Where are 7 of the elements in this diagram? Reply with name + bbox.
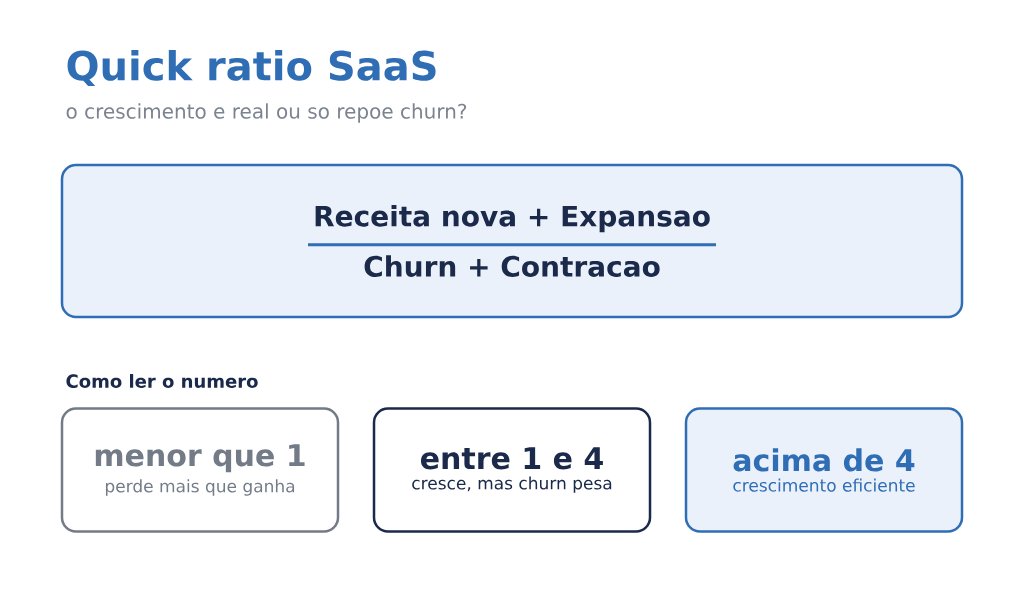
range-card: acima de 4 crescimento eficiente [684,407,964,533]
title: Quick ratio SaaS [67,49,436,87]
formula-box: Receita nova + Expansao Churn + Contracao [60,163,964,319]
section-heading: Como ler o numero [66,374,258,388]
subtitle: o crescimento e real ou so repoe churn? [66,103,467,123]
range-card: menor que 1 perde mais que ganha [60,407,340,533]
range-card: entre 1 e 4 cresce, mas churn pesa [372,407,652,533]
